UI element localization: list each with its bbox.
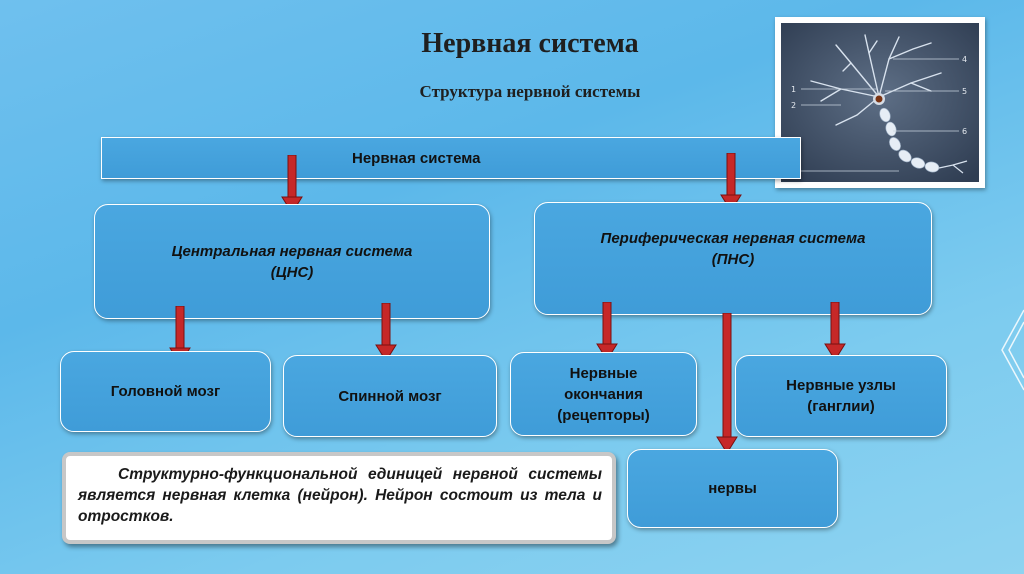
cns-label: Центральная нервная система [171, 242, 413, 260]
slide-subtitle: Структура нервной системы [419, 82, 641, 101]
neuron-note-text: Структурно-функциональной единицей нервн… [78, 466, 602, 525]
neuron-label-6: 6 [962, 127, 967, 136]
neuron-note: Структурно-функциональной единицей нервн… [62, 452, 616, 544]
neuron-label-4: 4 [962, 55, 967, 64]
root-label: Нервная система [352, 150, 481, 167]
ganglia-label-1: Нервные узлы [786, 377, 896, 394]
neuron-image: 1 2 3 4 5 6 [775, 17, 985, 188]
decorative-chevrons [1001, 309, 1024, 391]
spinal-label: Спинной мозг [338, 387, 442, 405]
nerves-node: нервы [627, 449, 838, 528]
brain-label: Головной мозг [110, 383, 221, 400]
cns-node: Центральная нервная система (ЦНС) [94, 204, 490, 319]
endings-node: Нервные окончания (рецепторы) [510, 352, 697, 436]
pns-label: Периферическая нервная система [600, 229, 866, 247]
brain-node: Головной мозг [60, 351, 271, 432]
arrow-pns-to-ganglia [824, 302, 846, 361]
arrow-cns-to-spinal [375, 303, 397, 362]
spinal-node: Спинной мозг [283, 355, 497, 437]
neuron-label-5: 5 [962, 87, 967, 96]
cns-abbr: (ЦНС) [270, 263, 314, 281]
neuron-label-1: 1 [791, 85, 796, 94]
slide-title: Нервная система [421, 28, 639, 59]
pns-abbr: (ПНС) [711, 250, 755, 268]
endings-label-2: окончания [564, 385, 643, 403]
ganglia-label-2: (ганглии) [807, 398, 875, 415]
pns-node: Периферическая нервная система (ПНС) [534, 202, 932, 315]
endings-label-3: (рецепторы) [557, 406, 650, 424]
ganglia-node: Нервные узлы (ганглии) [735, 355, 947, 437]
root-node: Нервная система [101, 137, 801, 179]
endings-label-1: Нервные [569, 364, 638, 382]
neuron-label-2: 2 [791, 101, 796, 110]
arrow-pns-to-nerves [716, 313, 738, 454]
nerves-label: нервы [708, 480, 757, 497]
